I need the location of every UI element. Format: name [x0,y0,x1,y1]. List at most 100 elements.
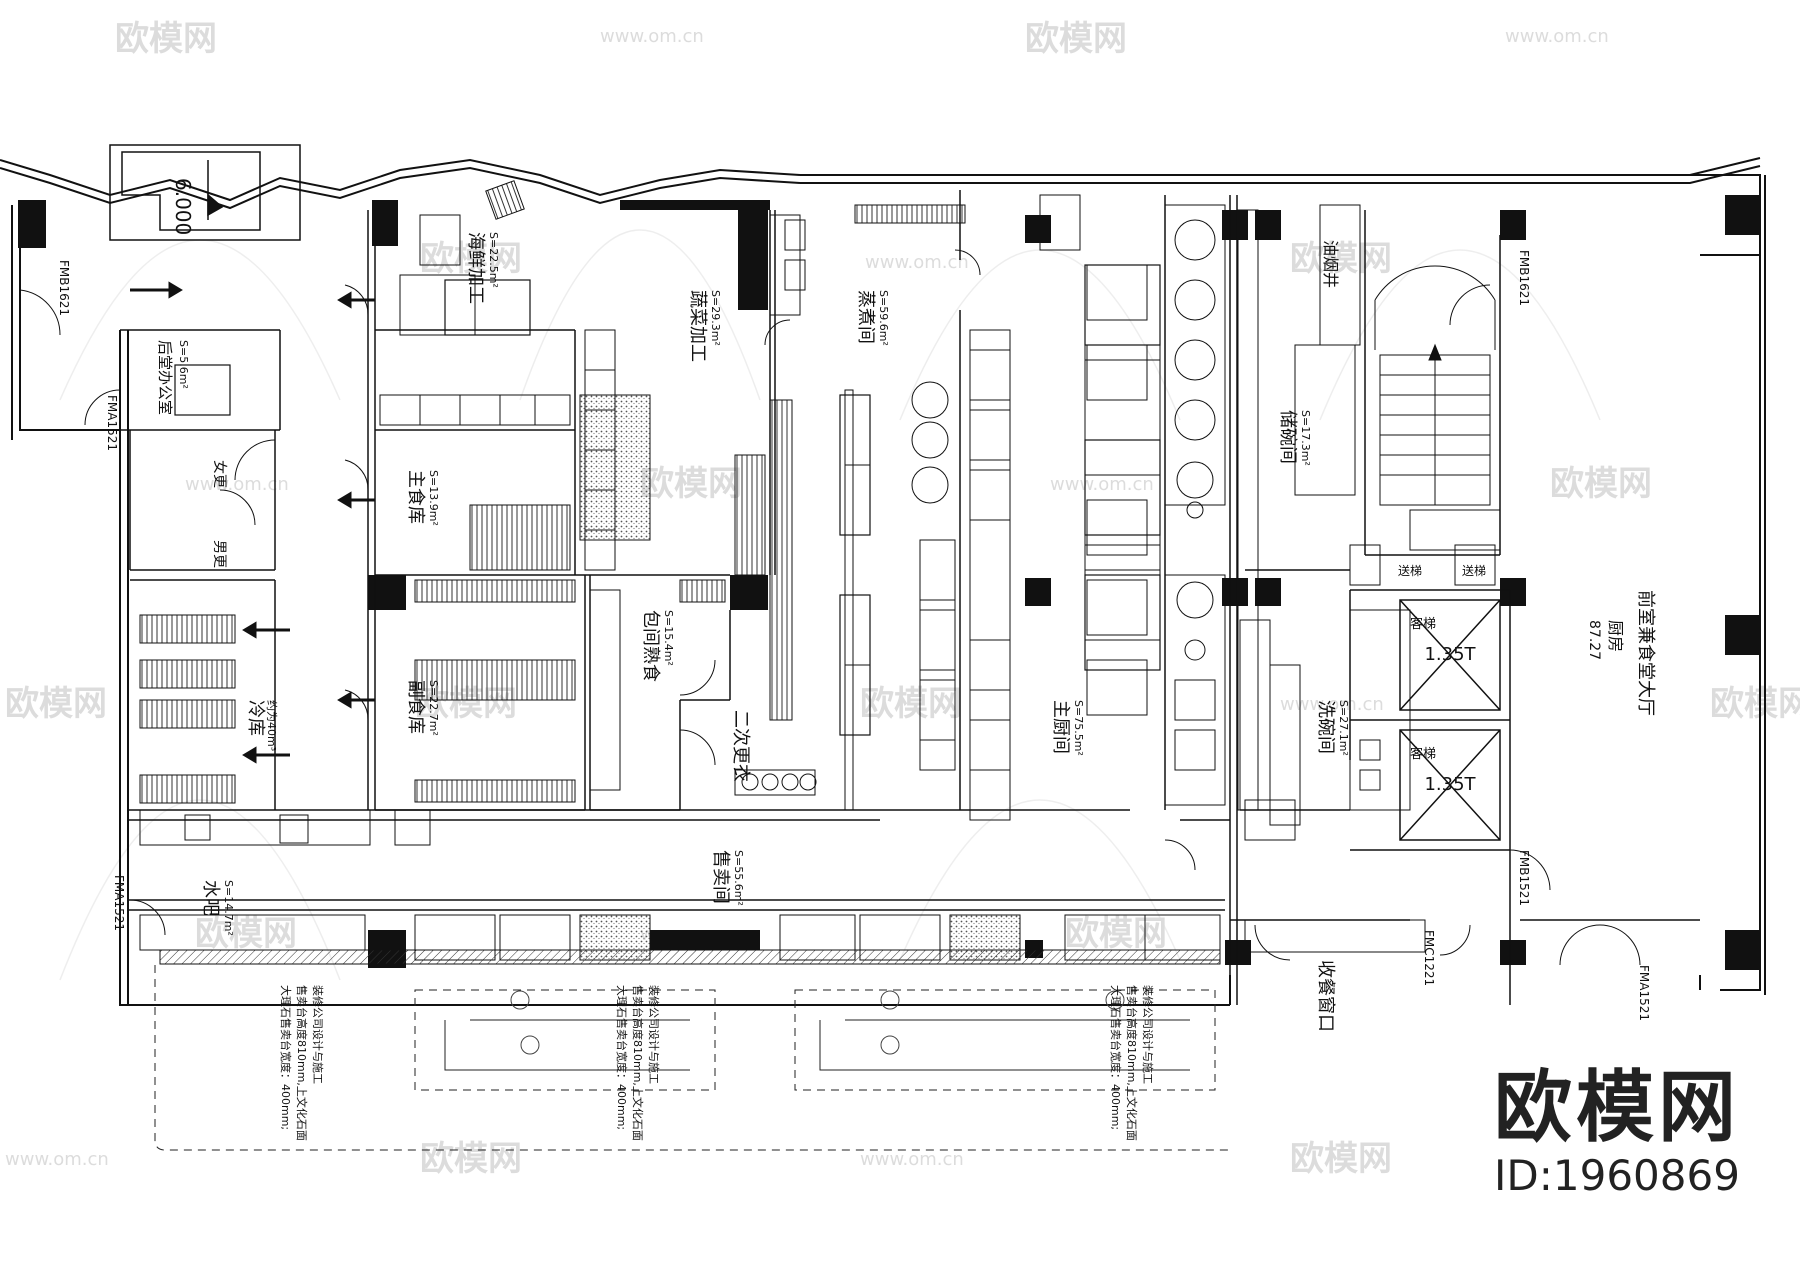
door-fmb1521: FMB1521 [1517,850,1531,906]
kitchen-equipment [139,194,1501,961]
flow-arrows [130,281,375,764]
door-fma1521-bar: FMA1521 [112,875,126,931]
annotation-left-3: 装修公司设计与施工 [311,985,325,1084]
watermark-brand-14: 欧模网 [1290,1139,1392,1179]
watermark-url-2: www.om.cn [1505,26,1609,47]
watermark-url-5: www.om.cn [1050,474,1154,495]
watermark-brand-2: 欧模网 [1025,19,1127,59]
dumbwaiter-1: 送梯 [1398,563,1422,578]
label-collect-window: 收餐窗口 [1315,960,1336,1032]
label-main-kitchen: 主厨间 [1050,700,1071,754]
label-cold: 冷库 [245,700,266,736]
brand-id: ID:1960869 [1494,1150,1740,1200]
lift-1-name: 客梯 [1410,616,1436,632]
watermark-url-8: www.om.cn [5,1149,109,1170]
area-bowl-wash: S=27.1m² [1337,700,1350,756]
label-steam: 蒸煮间 [855,290,876,344]
door-fmb1621-right: FMB1621 [1517,250,1531,306]
label-sales: 售卖间 [710,850,731,904]
serving-lanes [154,965,1230,1151]
watermark-brand-10: 欧模网 [1710,684,1800,724]
elevators [1399,599,1501,841]
label-waterbar: 水吧 [200,880,221,916]
area-veg: S=29.3m² [709,290,722,346]
annotation-right-3: 装修公司设计与施工 [1141,985,1155,1084]
watermark-url-1: www.om.cn [600,26,704,47]
watermark-url-4: www.om.cn [185,474,289,495]
area-sales: S=55.6m² [732,850,745,906]
label-seafood: 海鲜加工 [465,232,486,304]
annotation-mid-3: 装修公司设计与施工 [647,985,661,1084]
watermark-url-9: www.om.cn [860,1149,964,1170]
annotation-right-2: 售卖台高度810mm,上文化石面 [1125,985,1139,1141]
area-main-kitchen: S=75.5m² [1072,700,1085,756]
door-fmb1621-left: FMB1621 [57,260,71,316]
door-tags: FMB1621 FMA1521 FMB1621 FMA1521 FMB1521 … [57,250,1651,1021]
stair-level-label: 6.000 [171,178,195,235]
stairwell-right [1374,265,1496,506]
watermark-url-3: www.om.cn [865,252,969,273]
watermark-brand-11: 欧模网 [195,914,297,954]
label-male: 男更 [211,540,227,568]
interior-walls [120,190,1700,1005]
label-staple: 主食库 [405,470,426,524]
top-stair-box [109,144,301,241]
annotation-left-1: 大理石售卖台宽度：400mm; [279,985,293,1130]
area-dining: 87.27 [1586,620,1602,660]
watermark-layer: 欧模网 www.om.cn 欧模网 www.om.cn 欧模网 www.om.c… [5,19,1800,1179]
counter-annotations: 大理石售卖台宽度：400mm; 售卖台高度810mm,上文化石面 装修公司设计与… [279,985,1155,1141]
door-fma1521-bottom: FMA1521 [1637,965,1651,1021]
dumbwaiter-2: 送梯 [1462,563,1486,578]
label-nonstaple: 副食库 [405,680,426,734]
watermark-brand-7: 欧模网 [5,684,107,724]
watermark-brand-1: 欧模网 [115,19,217,59]
annotation-left-2: 售卖台高度810mm,上文化石面 [295,985,309,1141]
area-waterbar: S=14.7m² [222,880,235,936]
serving-figures [510,990,1125,1055]
lift-2-name: 客梯 [1410,746,1436,762]
structural-columns [18,195,1760,970]
watermark-arcs [59,229,1601,981]
label-office: 后堂办公室 [156,340,174,415]
area-staple: S=13.9m² [427,470,440,526]
area-cold: 约为40m³ [265,700,278,751]
area-nonstaple: S=22.7m² [427,680,440,736]
watermark-brand-3: 欧模网 [420,239,522,279]
label-bowl-store: 储碗间 [1277,410,1298,464]
label-oil-pipe: 油烟井 [1321,240,1340,288]
door-fma1521-office: FMA1521 [105,395,119,451]
label-veg: 蔬菜加工 [687,290,708,362]
label-bowl-wash: 洗碗间 [1315,700,1336,754]
grilles-and-racks [139,180,1221,965]
lift-1-capacity: 1.35T [1424,644,1476,665]
door-fmc1221: FMC1221 [1422,930,1436,986]
door-swings [19,249,1641,966]
label-second-change: 二次更衣 [730,710,751,782]
annotation-right-1: 大理石售卖台宽度：400mm; [1109,985,1123,1130]
label-female: 女更 [211,460,228,488]
serving-loops [444,1019,1190,1071]
area-steam: S=59.6m² [877,290,890,346]
brand-logo: 欧模网 [1493,1062,1740,1153]
prep-tables [174,264,1161,736]
watermark-brand-5: 欧模网 [640,464,742,504]
watermark-brand-13: 欧模网 [420,1139,522,1179]
room-labels: 海鲜加工 S=22.5m² 蔬菜加工 S=29.3m² 蒸煮间 S=59.6m²… [156,232,1656,1032]
label-dining-line2: 厨房 [1606,620,1625,652]
brand-block: 欧模网 ID:1960869 [1494,1069,1740,1201]
lift-2-capacity: 1.35T [1424,774,1476,795]
label-dining: 前室兼食堂大厅 [1635,590,1656,716]
watermark-brand-9: 欧模网 [860,684,962,724]
area-office: S=5.6m² [177,340,190,389]
area-seafood: S=22.5m² [487,232,500,288]
annotation-mid-1: 大理石售卖台宽度：400mm; [615,985,629,1130]
watermark-brand-12: 欧模网 [1065,914,1167,954]
outer-walls [0,157,1766,1006]
area-dumpling: S=15.4m² [662,610,675,666]
label-dumpling: 包间熟食 [640,610,661,682]
watermark-brand-6: 欧模网 [1550,464,1652,504]
watermark-brand-4: 欧模网 [1290,239,1392,279]
watermark-url-6: www.om.cn [1280,694,1384,715]
annotation-mid-2: 售卖台高度810mm,上文化石面 [631,985,645,1141]
